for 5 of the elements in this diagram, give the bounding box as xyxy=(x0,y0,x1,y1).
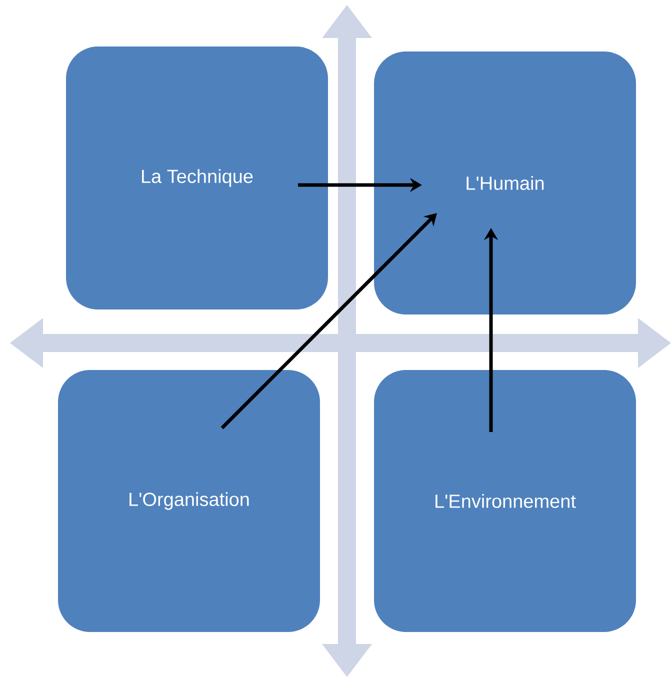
rounded-box: L'Organisation xyxy=(58,370,320,632)
rounded-box: La Technique xyxy=(66,46,328,310)
arrow xyxy=(220,213,437,430)
rounded-box: L'Humain xyxy=(374,52,636,314)
rounded-box: L'Environnement xyxy=(374,370,636,632)
